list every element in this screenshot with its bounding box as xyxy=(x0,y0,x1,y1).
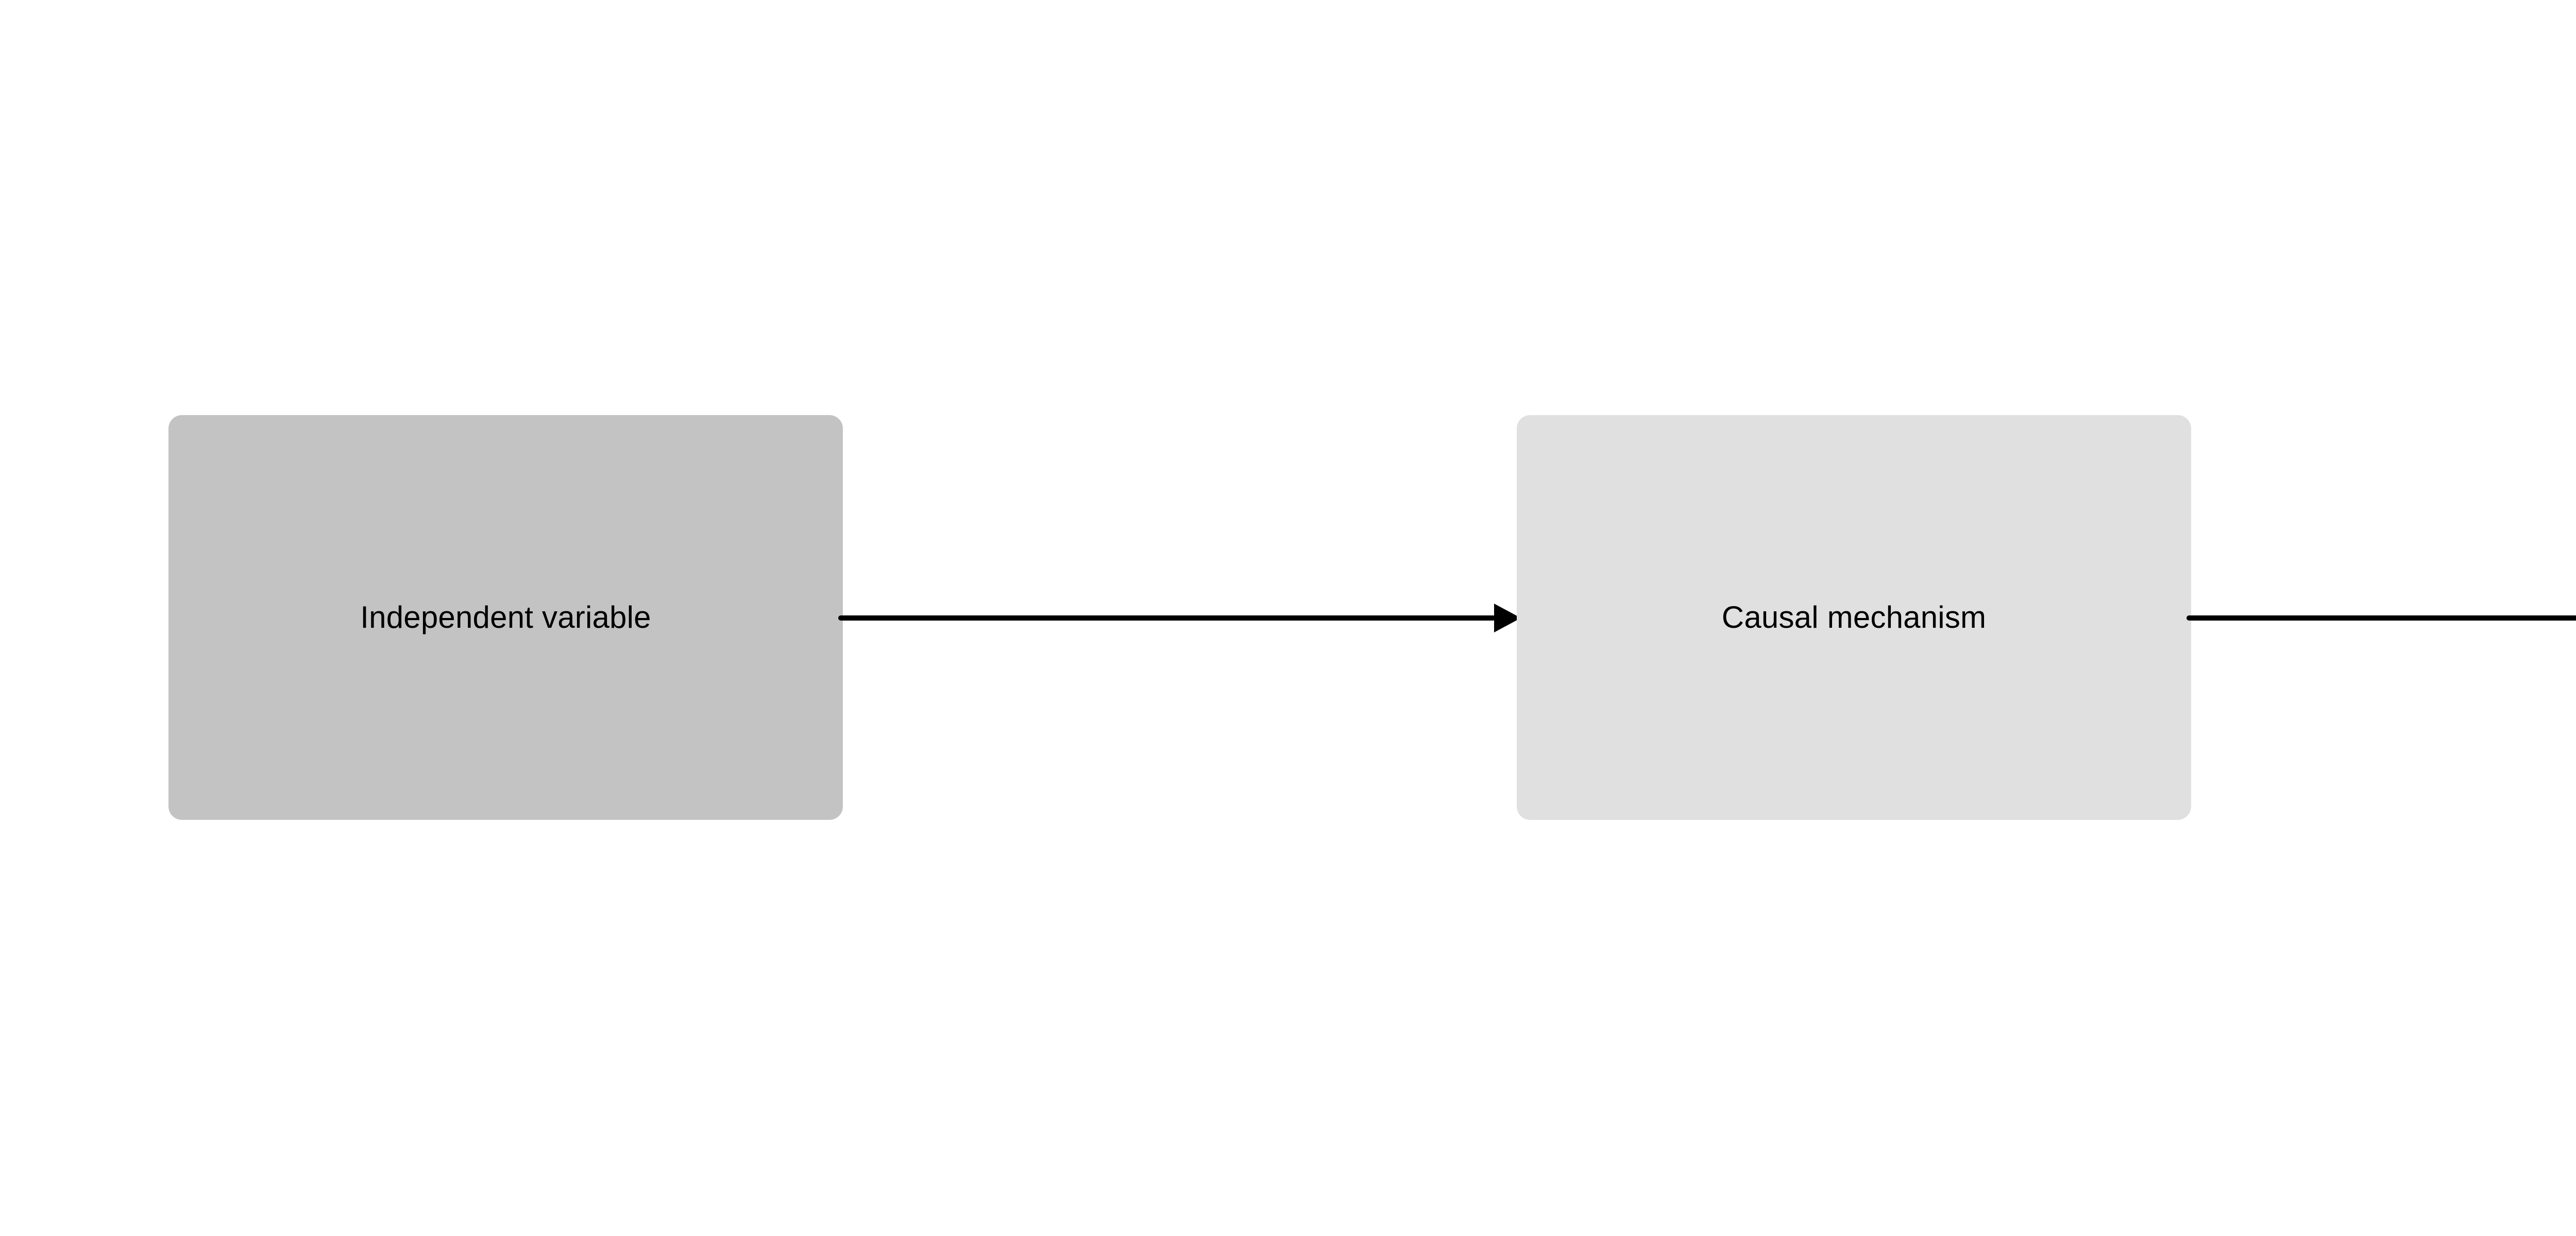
arrow-iv-to-cm-svg xyxy=(838,604,1521,632)
node-independent-variable[interactable]: Independent variable xyxy=(168,415,843,820)
arrow-cm-to-dv-svg xyxy=(2187,615,2576,621)
node-causal-mechanism[interactable]: Causal mechanism xyxy=(1517,415,2191,820)
node-independent-variable-label: Independent variable xyxy=(360,600,651,634)
edge-causal-mechanism-to-dependent-variable xyxy=(2186,591,2576,645)
node-causal-mechanism-label: Causal mechanism xyxy=(1721,600,1987,634)
edge-independent-variable-to-causal-mechanism xyxy=(838,591,1523,645)
